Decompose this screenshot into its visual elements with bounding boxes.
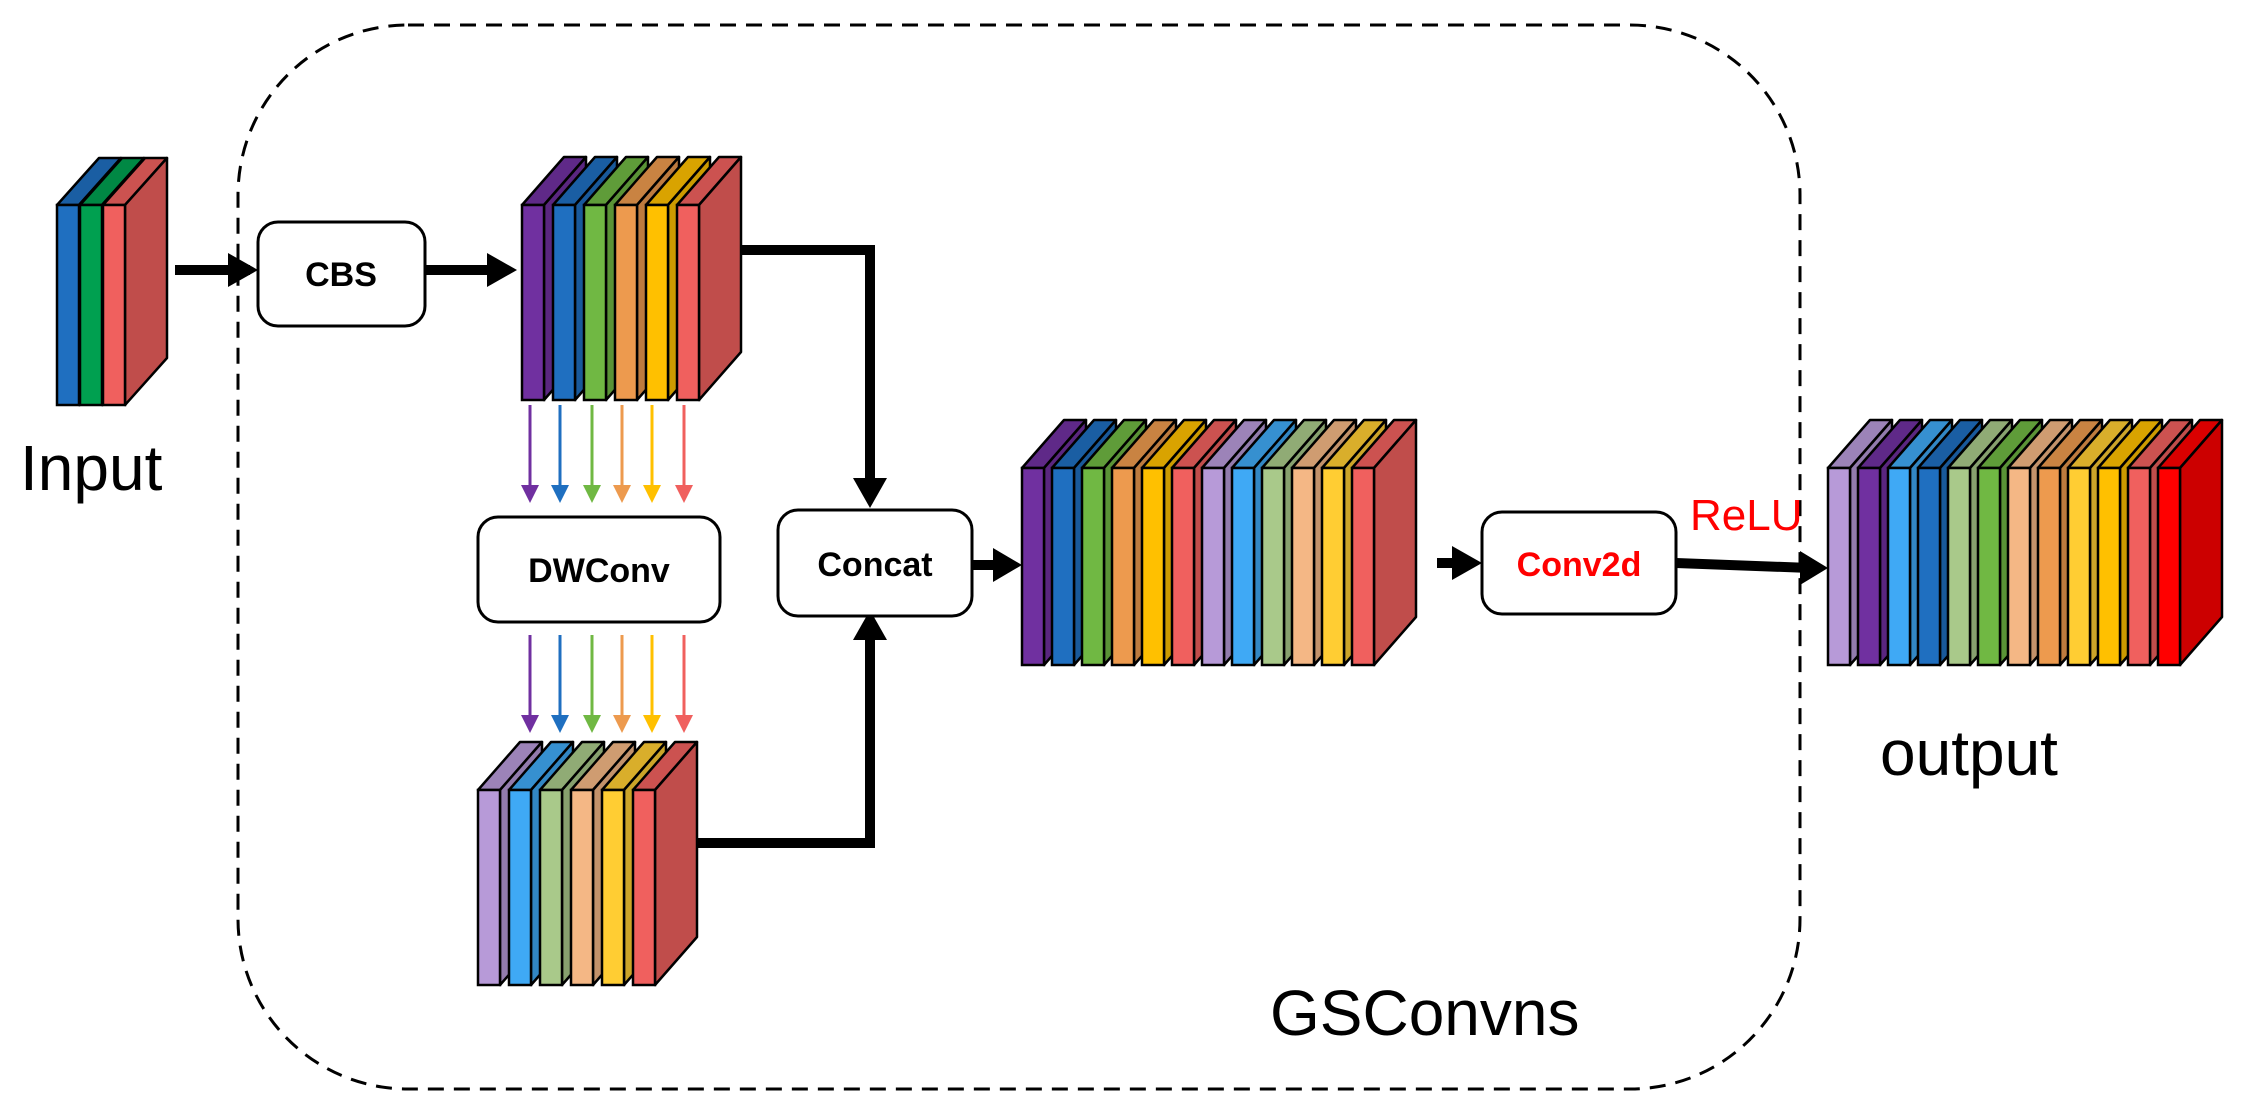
dwconv-out-arrow <box>583 635 601 733</box>
input-to-cbs-arrowhead <box>228 253 258 287</box>
dwconv-output-feature-stack <box>476 740 699 987</box>
dwconv-in-arrow <box>551 405 569 503</box>
input-label: Input <box>20 432 163 504</box>
dwconv-out-arrow <box>675 635 693 733</box>
cbs-out-slice <box>675 155 743 402</box>
dwconv-in-arrow <box>521 405 539 503</box>
cbs-block-label: CBS <box>305 256 377 294</box>
concat-block-label: Concat <box>817 546 932 584</box>
dwconv-output-arrows <box>521 635 693 733</box>
cbs-block: CBS <box>256 220 427 328</box>
dwconv-out-arrow <box>613 635 631 733</box>
concat-out-slice <box>1350 418 1418 667</box>
dwconv-out-arrow <box>521 635 539 733</box>
module-label: GSConvns <box>1270 977 1579 1049</box>
dw-stack-to-concat-arrowhead <box>853 610 887 640</box>
conv2d-to-output-arrow <box>1675 558 1811 573</box>
dwconv-out-arrow <box>643 635 661 733</box>
cbs-to-stack-arrowhead <box>487 253 517 287</box>
flow-arrows <box>175 245 1828 848</box>
stack-to-conv2d-arrowhead <box>1452 546 1482 580</box>
cbs-stack-to-concat-arrowhead <box>853 478 887 508</box>
cbs-output-feature-stack <box>520 155 743 402</box>
conv2d-block: Conv2d <box>1480 510 1678 616</box>
concat-to-stack-arrowhead <box>993 548 1022 582</box>
dw-out-slice <box>631 740 699 987</box>
dwconv-out-arrow <box>551 635 569 733</box>
activation-label: ReLU <box>1690 491 1803 540</box>
dwconv-in-arrow <box>583 405 601 503</box>
dw-stack-to-concat-arrow <box>697 628 875 848</box>
dwconv-input-arrows <box>521 405 693 503</box>
concat-output-feature-stack <box>1020 418 1418 667</box>
dwconv-block: DWConv <box>476 515 722 624</box>
dwconv-block-label: DWConv <box>528 552 670 590</box>
dwconv-in-arrow <box>675 405 693 503</box>
dwconv-in-arrow <box>643 405 661 503</box>
concat-block: Concat <box>776 508 974 618</box>
conv2d-to-output-arrowhead <box>1800 551 1828 585</box>
output-feature-stack <box>1826 418 2224 667</box>
conv2d-block-label: Conv2d <box>1517 546 1642 584</box>
input-feature-stack <box>55 156 169 407</box>
output-slice <box>2156 418 2224 667</box>
dwconv-in-arrow <box>613 405 631 503</box>
input-slice <box>101 156 169 407</box>
output-label: output <box>1880 717 2058 789</box>
cbs-stack-to-concat-arrow <box>740 245 875 490</box>
